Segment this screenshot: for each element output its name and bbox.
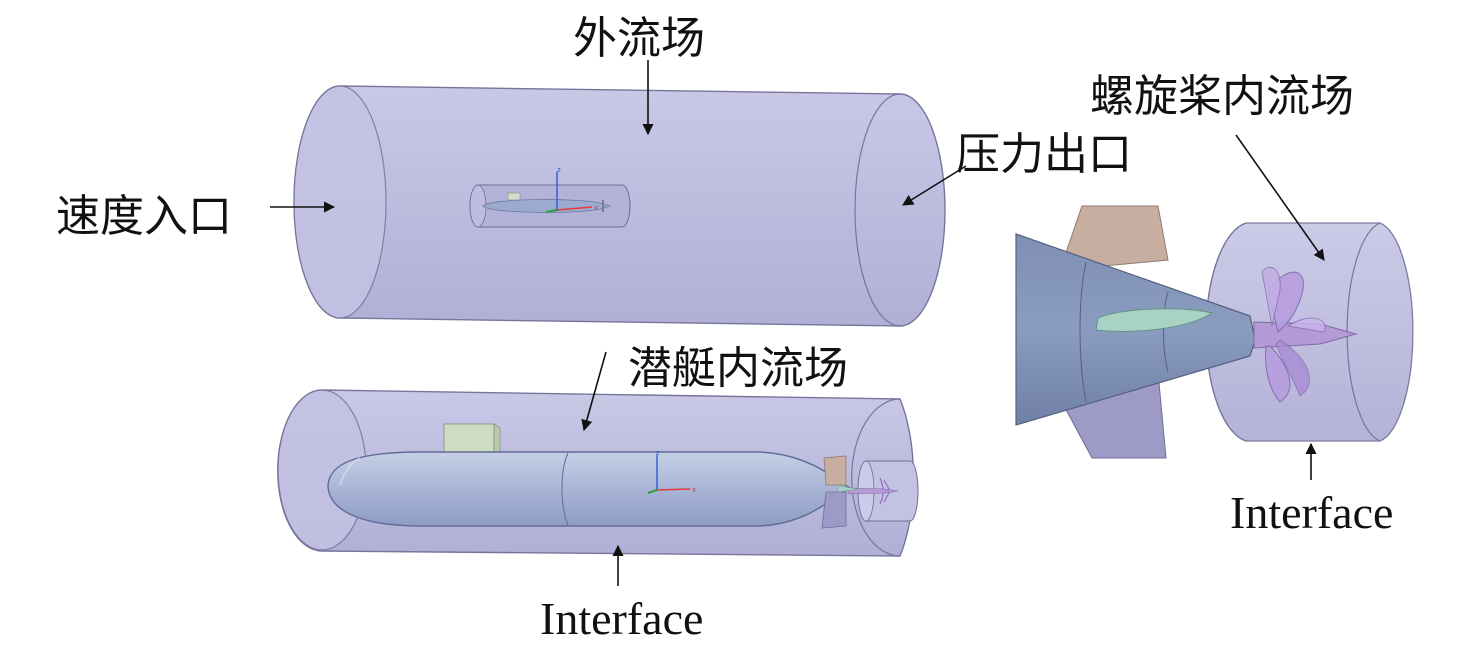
axis-label-z: z [557,166,561,174]
submarine-sail [443,423,501,456]
stern-fin [823,455,847,486]
arrow-pressure-outlet [902,165,967,206]
rudder-upper [1059,205,1169,271]
label-interface-bottom: Interface [540,593,704,644]
control-fin [1095,308,1214,332]
axis-triad [647,455,691,495]
annotation-arrows [270,60,1325,586]
mini-submarine-domain [469,172,631,228]
axis-label-z-lower: z [656,449,660,457]
label-submarine-inner-field: 潜艇内流场 [628,343,848,394]
arrow-submarine-inner [581,351,607,432]
mini-propeller-domain [837,460,919,522]
propeller-detail [1015,205,1414,459]
axis-label-x-lower: x [692,486,696,494]
propeller [1253,267,1358,403]
label-outer-field: 外流场 [573,13,705,64]
label-propeller-inner-field: 螺旋桨内流场 [1090,71,1354,122]
arrow-propeller-inner [1235,134,1325,261]
label-velocity-inlet: 速度入口 [56,191,232,242]
submarine-hull [327,451,852,527]
stern-fin-lower [821,491,847,529]
axis-label-x-small: x [594,204,598,212]
outer-flow-domain [293,85,946,327]
label-pressure-outlet: 压力出口 [956,129,1132,180]
submarine-inner-domain [277,389,919,557]
label-interface-right: Interface [1230,487,1394,538]
